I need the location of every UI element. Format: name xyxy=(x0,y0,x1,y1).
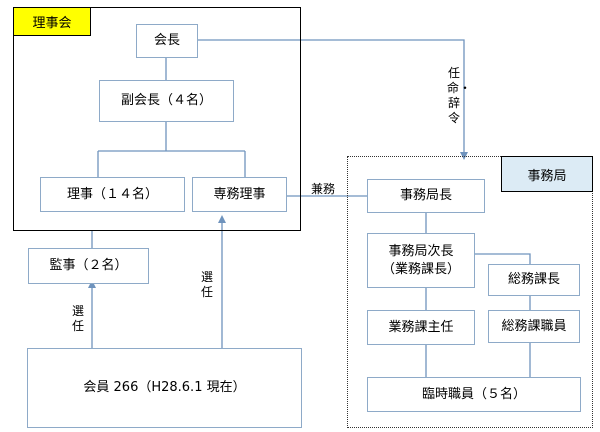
business-lead-box: 業務課主任 xyxy=(367,310,475,345)
members-box: 会員 266（H28.6.1 現在） xyxy=(27,348,302,428)
general-affairs-staff-box: 総務課職員 xyxy=(488,310,580,343)
executive-director-box: 専務理事 xyxy=(192,177,287,212)
business-lead-label: 業務課主任 xyxy=(388,319,454,335)
auditor-box: 監事（２名） xyxy=(28,248,149,284)
elect-auditor-label: 選任 xyxy=(71,304,84,333)
secretariat-title-tag: 事務局 xyxy=(501,156,593,192)
secretariat-director-box: 事務局長 xyxy=(367,179,485,213)
temporary-staff-box: 臨時職員（５名） xyxy=(367,377,581,412)
secretariat-frame xyxy=(347,156,593,428)
chair-box: 会長 xyxy=(136,24,198,58)
vice-chair-label: 副会長（４名） xyxy=(120,93,212,108)
executive-director-label: 専務理事 xyxy=(213,186,266,202)
elect-board-label: 選任 xyxy=(200,270,213,299)
deputy-director-line2: （業務課長） xyxy=(381,261,460,277)
general-affairs-staff-label: 総務課職員 xyxy=(501,318,567,334)
deputy-director-box: 事務局次長 （業務課長） xyxy=(367,233,475,288)
director-box: 理事（１４名） xyxy=(40,177,185,212)
appointment-label: 任命・辞令 xyxy=(447,66,472,125)
board-title: 理事会 xyxy=(32,16,72,31)
secretariat-title: 事務局 xyxy=(527,168,567,184)
general-affairs-chief-label: 総務課長 xyxy=(507,272,560,287)
vice-chair-box: 副会長（４名） xyxy=(99,80,234,122)
members-label: 会員 266（H28.6.1 現在） xyxy=(83,380,246,395)
line-appointment xyxy=(198,39,468,160)
deputy-director-line1: 事務局次長 xyxy=(388,243,454,259)
line-deputy-general xyxy=(475,253,531,264)
secretariat-director-label: 事務局長 xyxy=(399,188,452,203)
general-affairs-chief-box: 総務課長 xyxy=(488,264,580,296)
temporary-staff-label: 臨時職員（５名） xyxy=(421,386,526,402)
auditor-label: 監事（２名） xyxy=(49,258,128,273)
board-title-tag: 理事会 xyxy=(13,7,91,36)
concurrent-label: 兼務 xyxy=(311,182,336,196)
director-label: 理事（１４名） xyxy=(66,186,158,202)
board-frame xyxy=(13,7,301,231)
chair-label: 会長 xyxy=(153,33,180,48)
